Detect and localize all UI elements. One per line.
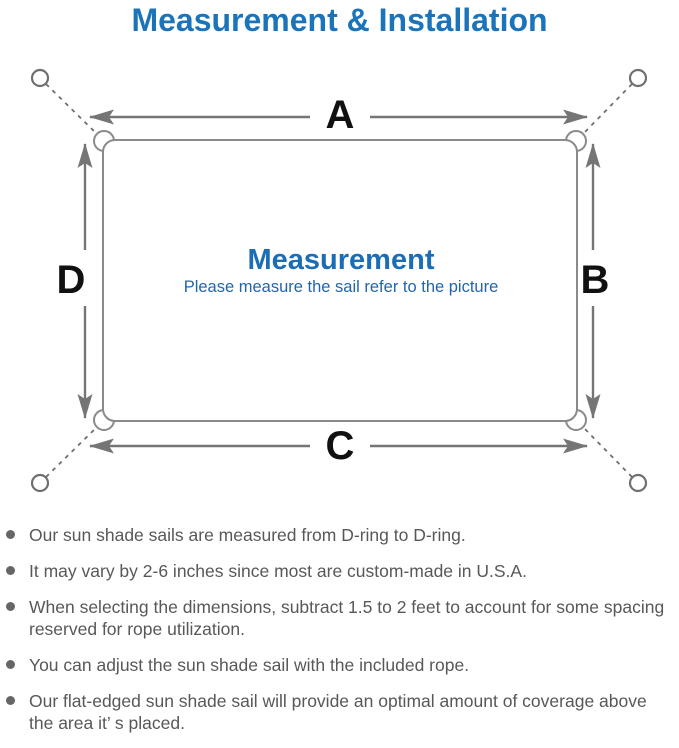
bullet-icon: [6, 602, 15, 611]
note-text: You can adjust the sun shade sail with t…: [29, 655, 470, 675]
bullet-icon: [6, 696, 15, 705]
note-item: When selecting the dimensions, subtract …: [6, 596, 673, 640]
sail-outline: [102, 139, 578, 422]
page-title: Measurement & Installation: [131, 2, 548, 38]
dimension-label-c: C: [326, 424, 355, 468]
label-backdrop: [49, 250, 94, 306]
rope-line-top-left: [45, 83, 100, 137]
diagram-center-subheading: Please measure the sail refer to the pic…: [184, 278, 499, 296]
anchor-ring-icon: [30, 473, 50, 493]
anchor-ring-icon: [628, 473, 648, 493]
rope-line-bottom-right: [580, 424, 633, 478]
note-item: Our sun shade sails are measured from D-…: [6, 524, 673, 546]
anchor-rings: [30, 68, 648, 493]
notes-list: Our sun shade sails are measured from D-…: [6, 524, 673, 748]
note-text: When selecting the dimensions, subtract …: [29, 597, 665, 639]
bullet-icon: [6, 566, 15, 575]
anchor-ring-icon: [628, 68, 648, 88]
diagram-center-heading: Measurement: [248, 244, 435, 276]
label-backdrop: [580, 250, 616, 306]
note-text: Our flat-edged sun shade sail will provi…: [29, 691, 647, 733]
note-text: Our sun shade sails are measured from D-…: [29, 525, 466, 545]
label-backdrop: [310, 428, 370, 462]
rope-dash-lines: [45, 83, 633, 478]
note-item: You can adjust the sun shade sail with t…: [6, 654, 673, 676]
label-backdrop: [310, 97, 370, 131]
dimension-labels: A C D B: [57, 93, 610, 468]
measurement-diagram: A C D B Measurement Please measure the s…: [30, 68, 648, 493]
dimension-label-d: D: [57, 258, 86, 302]
note-text: It may vary by 2-6 inches since most are…: [29, 561, 527, 581]
note-item: It may vary by 2-6 inches since most are…: [6, 560, 673, 582]
bullet-icon: [6, 660, 15, 669]
dimension-label-a: A: [326, 93, 355, 137]
label-backdrops: [49, 97, 616, 462]
anchor-ring-icon: [30, 68, 50, 88]
dimension-label-b: B: [581, 258, 610, 302]
rope-line-bottom-left: [45, 424, 100, 478]
bullet-icon: [6, 530, 15, 539]
rope-line-top-right: [580, 83, 633, 137]
note-item: Our flat-edged sun shade sail will provi…: [6, 690, 673, 734]
